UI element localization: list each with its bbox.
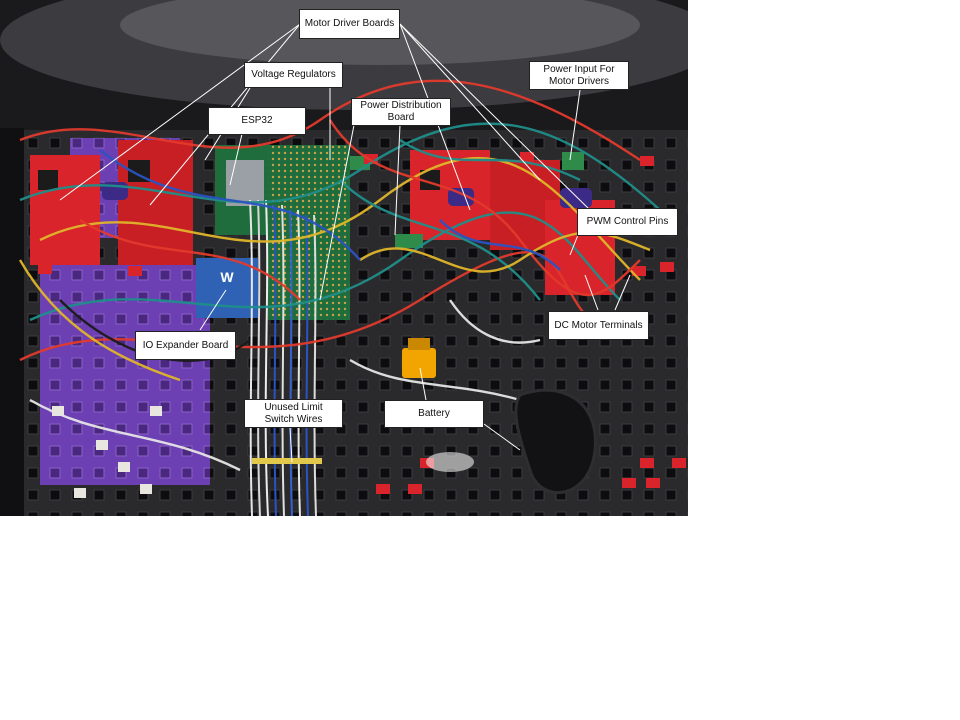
callout-io-expander-board: IO Expander Board — [135, 331, 236, 360]
callout-pwm-control-pins-text: PWM Control Pins — [586, 216, 669, 227]
red-pegs — [38, 152, 686, 494]
white-pegs — [52, 406, 162, 498]
callout-motor-driver-boards: Motor Driver Boards — [299, 9, 400, 39]
callout-dc-motor-terminals-text: DC Motor Terminals — [554, 319, 643, 331]
callout-esp32: ESP32 — [208, 107, 306, 135]
plate-frame-left — [0, 128, 24, 516]
callout-unused-limit-switch-wires: Unused Limit Switch Wires — [244, 399, 343, 428]
battery-connector-cap — [408, 338, 430, 350]
callout-power-distribution-board-text: Power Distribution Board — [360, 100, 442, 123]
callout-power-input-motor-drivers: Power Input For Motor Drivers — [529, 61, 629, 90]
callout-io-expander-board-text: IO Expander Board — [142, 339, 229, 351]
yellow-cable-tie — [252, 458, 322, 464]
battery-connector — [402, 348, 436, 378]
callout-battery-text: Battery — [418, 408, 450, 419]
callout-battery: Battery — [384, 400, 484, 428]
callout-esp32-text: ESP32 — [241, 115, 273, 126]
callout-unused-limit-switch-wires-text: Unused Limit Switch Wires — [264, 401, 323, 425]
callout-voltage-regulators: Voltage Regulators — [244, 62, 343, 88]
callout-power-distribution-board: Power Distribution Board — [351, 98, 451, 126]
callout-motor-driver-boards-text: Motor Driver Boards — [304, 18, 395, 29]
callout-power-input-motor-drivers-text: Power Input For Motor Drivers — [543, 63, 615, 87]
io-expander — [196, 258, 258, 318]
callout-voltage-regulators-text: Voltage Regulators — [251, 69, 336, 80]
esp32-module — [226, 160, 264, 206]
purple-panel-bottom — [40, 265, 210, 485]
callout-dc-motor-terminals: DC Motor Terminals — [548, 311, 649, 340]
lens-glare — [426, 452, 474, 472]
limit-switch-wire-bundle — [249, 199, 317, 516]
callout-pwm-control-pins: PWM Control Pins — [577, 208, 678, 236]
io-expander-logo: W — [220, 269, 234, 285]
